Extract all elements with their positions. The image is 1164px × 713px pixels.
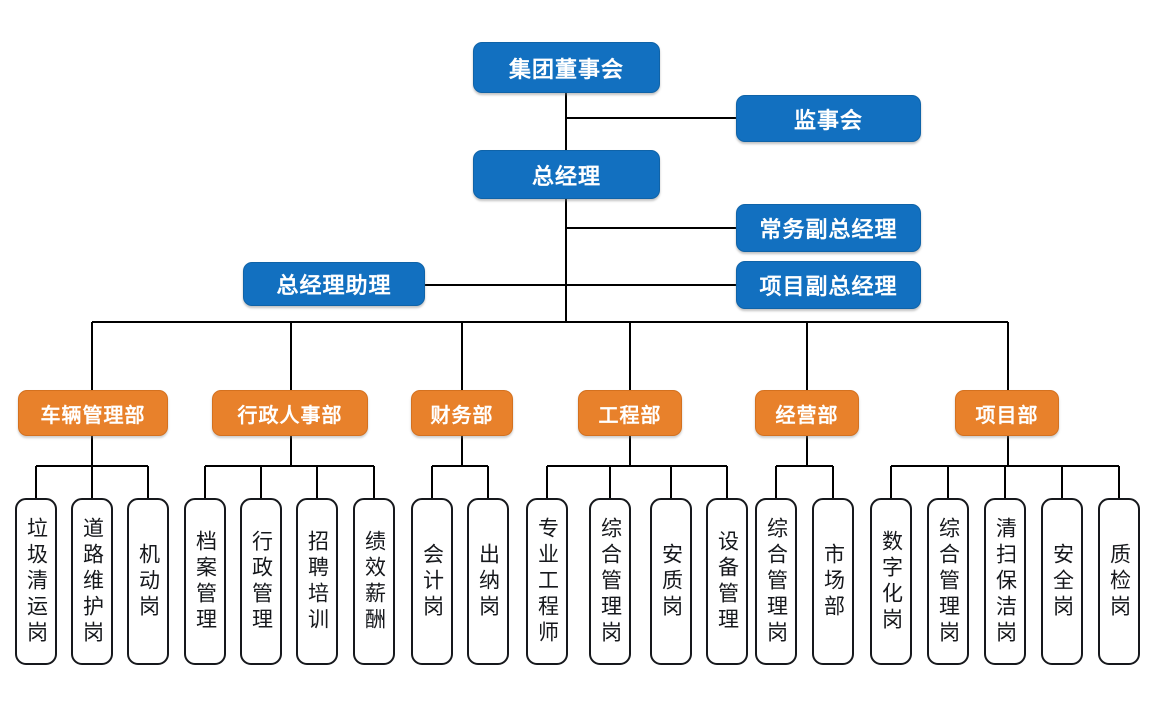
position-label: 综合管理岗 [598, 516, 622, 647]
node-project-deputy-gm[interactable]: 项目副总经理 [736, 261, 921, 309]
position-node[interactable]: 安质岗 [650, 498, 692, 665]
position-node[interactable]: 机动岗 [127, 498, 169, 665]
position-label: 档案管理 [193, 529, 217, 634]
position-node[interactable]: 会计岗 [411, 498, 453, 665]
position-node[interactable]: 招聘培训 [296, 498, 338, 665]
department-node-6[interactable]: 项目部 [955, 390, 1059, 436]
position-label: 数字化岗 [879, 529, 903, 634]
position-label: 市场部 [821, 542, 845, 621]
position-label: 垃圾清运岗 [24, 516, 48, 647]
department-label: 工程部 [598, 404, 662, 427]
position-label: 质检岗 [1107, 542, 1131, 621]
department-node-5[interactable]: 经营部 [755, 390, 859, 436]
position-node[interactable]: 安全岗 [1041, 498, 1083, 665]
department-node-4[interactable]: 工程部 [578, 390, 682, 436]
department-node-2[interactable]: 行政人事部 [212, 390, 368, 436]
position-label: 道路维护岗 [80, 516, 104, 647]
position-node[interactable]: 综合管理岗 [755, 498, 797, 665]
position-node[interactable]: 数字化岗 [870, 498, 912, 665]
department-label: 财务部 [430, 404, 494, 427]
position-label: 行政管理 [249, 529, 273, 634]
position-label: 机动岗 [136, 542, 160, 621]
position-node[interactable]: 清扫保洁岗 [984, 498, 1026, 665]
position-node[interactable]: 综合管理岗 [589, 498, 631, 665]
position-label: 会计岗 [420, 542, 444, 621]
position-label: 专业工程师 [535, 516, 559, 647]
position-node[interactable]: 档案管理 [184, 498, 226, 665]
position-label: 安全岗 [1050, 542, 1074, 621]
node-board[interactable]: 集团董事会 [473, 42, 660, 93]
node-executive-deputy-gm[interactable]: 常务副总经理 [736, 204, 921, 252]
position-label: 设备管理 [715, 529, 739, 634]
position-node[interactable]: 出纳岗 [467, 498, 509, 665]
position-node[interactable]: 行政管理 [240, 498, 282, 665]
node-gm-assistant[interactable]: 总经理助理 [243, 262, 425, 306]
position-node[interactable]: 综合管理岗 [927, 498, 969, 665]
department-label: 车辆管理部 [40, 404, 146, 427]
position-node[interactable]: 质检岗 [1098, 498, 1140, 665]
position-node[interactable]: 道路维护岗 [71, 498, 113, 665]
node-label: 总经理 [531, 163, 601, 189]
position-node[interactable]: 设备管理 [706, 498, 748, 665]
node-label: 项目副总经理 [759, 274, 898, 299]
department-node-1[interactable]: 车辆管理部 [18, 390, 168, 436]
position-label: 综合管理岗 [936, 516, 960, 647]
position-label: 招聘培训 [305, 529, 329, 634]
node-general-manager[interactable]: 总经理 [473, 150, 660, 199]
node-label: 集团董事会 [508, 56, 624, 82]
position-label: 综合管理岗 [764, 516, 788, 647]
department-label: 行政人事部 [237, 404, 343, 427]
node-supervisory-board[interactable]: 监事会 [736, 95, 921, 142]
node-label: 总经理助理 [276, 273, 392, 298]
node-label: 常务副总经理 [759, 217, 898, 242]
position-label: 清扫保洁岗 [993, 516, 1017, 647]
department-node-3[interactable]: 财务部 [411, 390, 513, 436]
position-node[interactable]: 市场部 [812, 498, 854, 665]
position-node[interactable]: 绩效薪酬 [353, 498, 395, 665]
department-label: 项目部 [975, 404, 1039, 427]
position-label: 出纳岗 [476, 542, 500, 621]
position-node[interactable]: 专业工程师 [526, 498, 568, 665]
position-label: 绩效薪酬 [362, 529, 386, 634]
position-label: 安质岗 [659, 542, 683, 621]
department-label: 经营部 [775, 404, 839, 427]
position-node[interactable]: 垃圾清运岗 [15, 498, 57, 665]
node-label: 监事会 [793, 107, 863, 133]
